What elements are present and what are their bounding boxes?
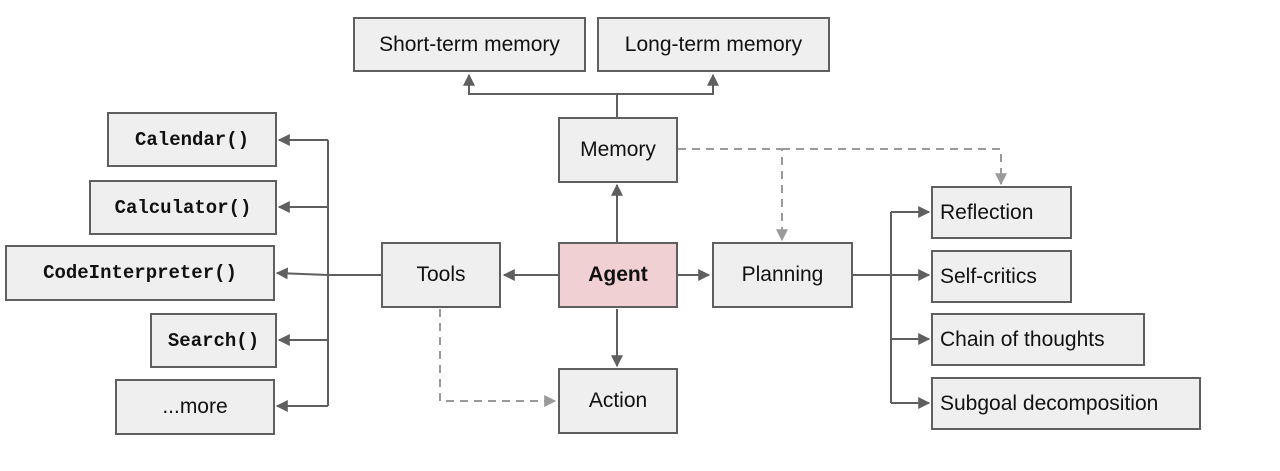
calculator-label: Calculator() — [114, 196, 252, 219]
planning-label: Planning — [741, 263, 824, 286]
more-label: ...more — [162, 395, 228, 418]
calendar-tool-node: Calendar() — [107, 112, 277, 167]
tools-label: Tools — [416, 263, 466, 286]
chain-of-thoughts-label: Chain of thoughts — [940, 327, 1105, 351]
search-label: Search() — [167, 329, 260, 352]
long-term-memory-label: Long-term memory — [624, 32, 803, 56]
edge-memory-branches — [468, 75, 713, 117]
codeinterpreter-label: CodeInterpreter() — [43, 262, 237, 284]
edge-tools-action-dashed — [439, 309, 557, 407]
edge-memory-short-term — [463, 73, 617, 95]
self-critics-node: Self-critics — [931, 250, 1072, 303]
subgoal-decomposition-node: Subgoal decomposition — [931, 377, 1201, 430]
codeinterpreter-tool-node: CodeInterpreter() — [5, 245, 275, 301]
self-critics-label: Self-critics — [940, 264, 1037, 288]
agent-label: Agent — [588, 263, 648, 286]
reflection-node: Reflection — [931, 186, 1072, 239]
calendar-label: Calendar() — [134, 128, 250, 151]
edge-memory-planning-dashed — [678, 148, 788, 242]
memory-node: Memory — [558, 117, 678, 183]
chain-of-thoughts-node: Chain of thoughts — [931, 313, 1145, 366]
edge-memory-reflection-dashed — [782, 148, 1007, 186]
more-tools-node: ...more — [115, 379, 275, 435]
memory-label: Memory — [580, 138, 656, 161]
calculator-tool-node: Calculator() — [89, 180, 277, 235]
agent-node: Agent — [558, 242, 678, 308]
planning-node: Planning — [712, 242, 853, 308]
search-tool-node: Search() — [150, 313, 277, 368]
tools-node: Tools — [381, 242, 501, 308]
long-term-memory-node: Long-term memory — [597, 17, 830, 72]
action-node: Action — [558, 368, 678, 434]
subgoal-decomposition-label: Subgoal decomposition — [940, 391, 1159, 415]
reflection-label: Reflection — [940, 200, 1034, 224]
short-term-memory-label: Short-term memory — [379, 32, 560, 56]
edge-tools-codeinterpreter — [275, 267, 329, 280]
short-term-memory-node: Short-term memory — [353, 17, 586, 72]
action-label: Action — [588, 389, 648, 412]
